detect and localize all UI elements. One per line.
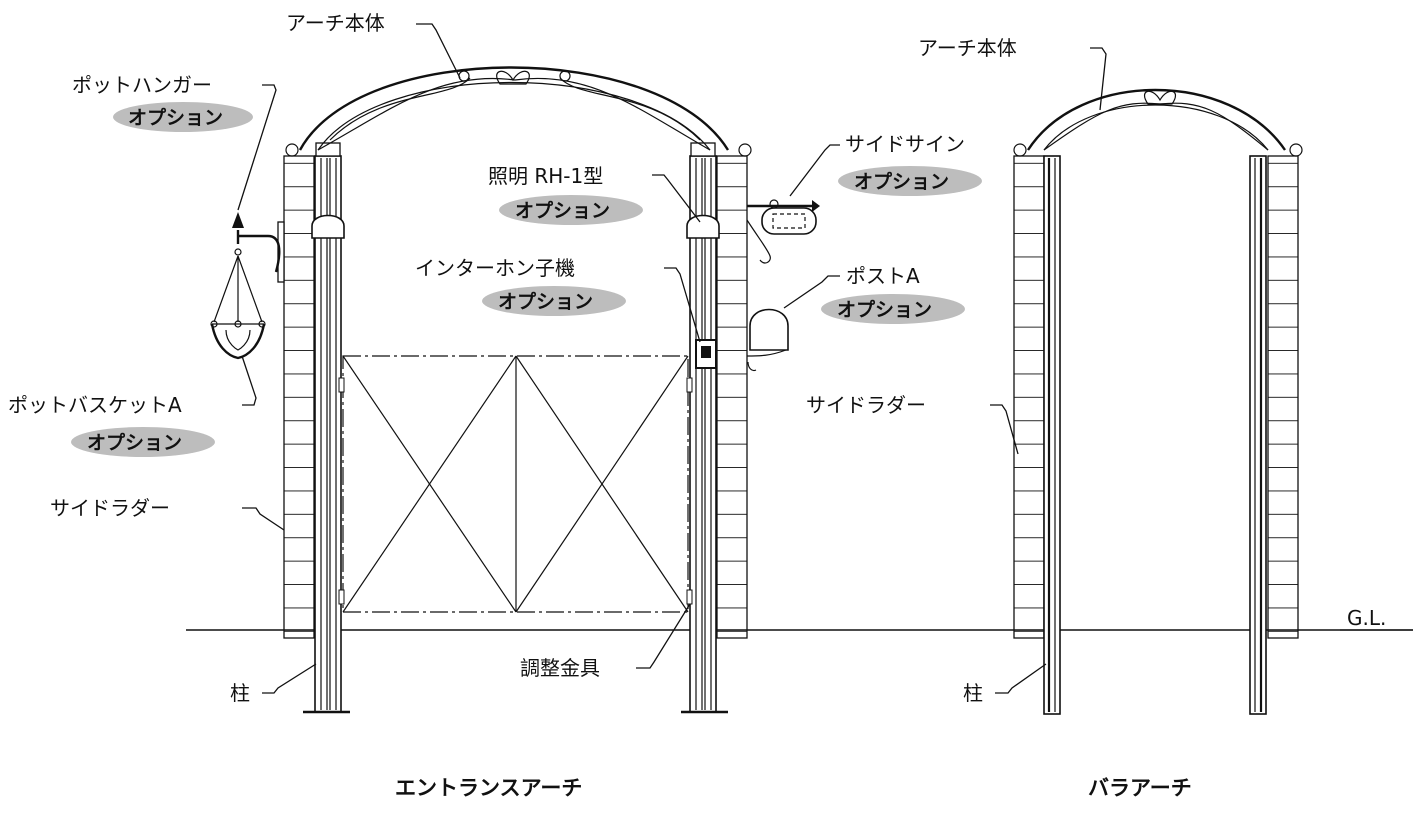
pillar-right [681, 142, 728, 714]
pillar-rose-left [1043, 155, 1061, 715]
entrance-arch [210, 66, 820, 714]
label-side-ladder-right: サイドラダー [806, 393, 926, 417]
label-pot-hanger: ポットハンガー [72, 73, 212, 97]
label-arch-body-right: アーチ本体 [918, 36, 1017, 60]
option-badges [71, 102, 982, 457]
side-sign [746, 199, 820, 264]
light-left [311, 214, 345, 239]
label-arch-body-left: アーチ本体 [286, 11, 385, 35]
label-intercom: インターホン子機 [415, 256, 575, 280]
side-ladder-right-entrance [716, 155, 748, 639]
pot-basket [210, 255, 266, 360]
label-adjust-fitting: 調整金具 [520, 656, 600, 680]
side-ladder-left [283, 155, 315, 639]
pot-hanger [232, 212, 285, 283]
option-post-a: オプション [837, 298, 932, 321]
label-ground-line: G.L. [1347, 606, 1386, 630]
rose-arch [1013, 88, 1303, 715]
side-ladder-rose-right [1267, 155, 1299, 639]
label-pot-basket: ポットバスケットA [8, 393, 182, 417]
label-post-a: ポストA [846, 264, 920, 288]
label-side-ladder-left: サイドラダー [50, 496, 170, 520]
caption-entrance-arch: エントランスアーチ [395, 776, 582, 800]
post-a-box [746, 308, 789, 372]
option-pot-basket: オプション [87, 431, 182, 454]
option-pot-hanger: オプション [128, 106, 223, 129]
labels: アーチ本体 ポットハンガー オプション 照明 RH-1型 オプション サイドサイ… [8, 11, 1386, 800]
arch-body-entrance [285, 66, 752, 157]
caption-rose-arch: バラアーチ [1088, 776, 1192, 800]
label-pillar-right: 柱 [963, 681, 983, 705]
option-side-sign: オプション [854, 170, 949, 193]
pillar-rose-right [1249, 155, 1267, 715]
label-pillar-left: 柱 [230, 681, 250, 705]
gate [338, 355, 693, 613]
intercom-unit [695, 339, 717, 369]
option-intercom: オプション [498, 290, 593, 313]
option-light: オプション [515, 199, 610, 222]
pillar-left [303, 142, 350, 714]
side-ladder-rose-left [1013, 155, 1045, 639]
arch-body-rose [1013, 88, 1303, 157]
label-side-sign: サイドサイン [845, 132, 965, 156]
leader-lines [237, 23, 1413, 694]
label-light: 照明 RH-1型 [488, 164, 603, 188]
light-right [686, 214, 720, 239]
